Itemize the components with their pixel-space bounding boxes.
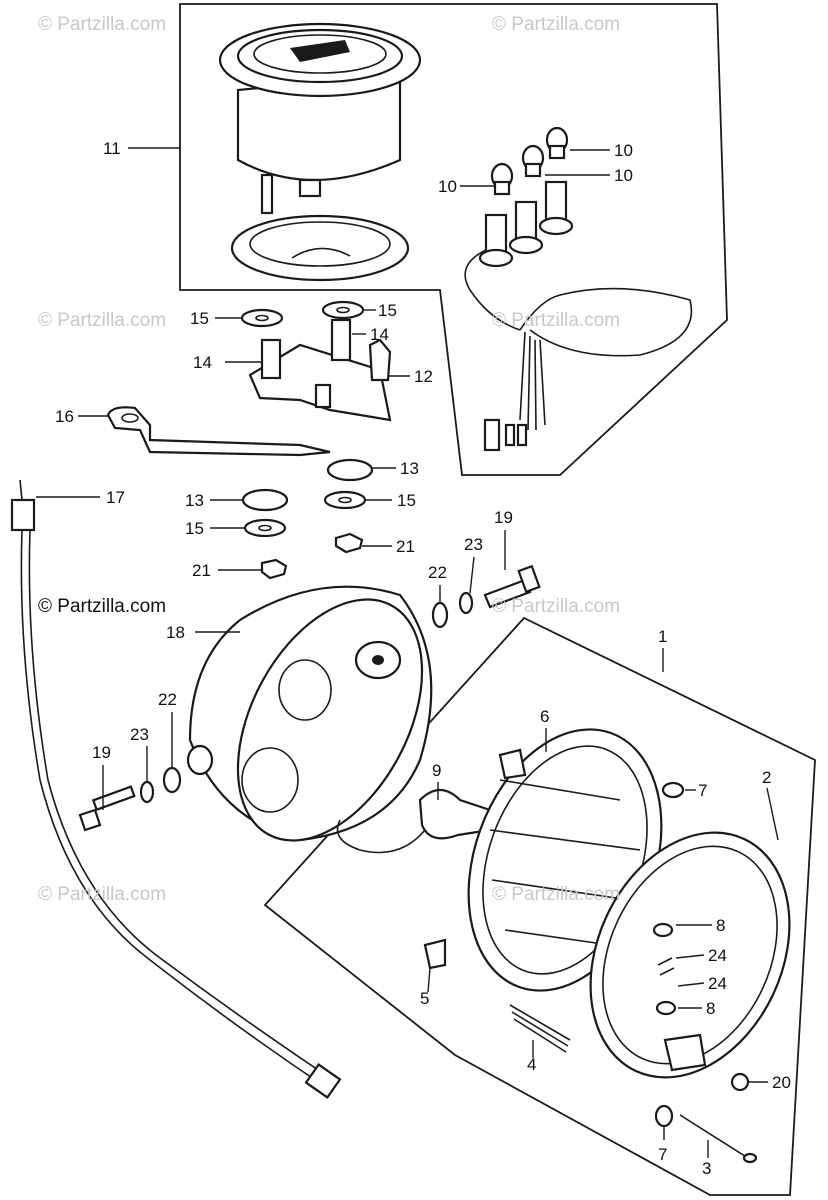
watermark-6: © Partzilla.com — [492, 596, 620, 617]
callout-10-left: 10 — [438, 177, 457, 196]
callout-17: 17 — [106, 488, 125, 507]
callout-20: 20 — [772, 1073, 791, 1092]
callout-24-bottom: 24 — [708, 974, 727, 993]
rubber-grommets[interactable] — [241, 458, 374, 538]
callout-2: 2 — [762, 768, 771, 787]
watermark-2: © Partzilla.com — [492, 14, 620, 35]
callout-12: 12 — [414, 367, 433, 386]
leader-lines — [36, 147, 779, 1158]
callout-10-mid: 10 — [614, 166, 633, 185]
meter-group-frame — [179, 3, 728, 476]
callout-9: 9 — [432, 761, 441, 780]
callout-15-d: 15 — [185, 519, 204, 538]
watermark-1: © Partzilla.com — [38, 14, 166, 35]
watermark-7: © Partzilla.com — [38, 884, 166, 905]
callout-22-left: 22 — [158, 690, 177, 709]
callout-15-b: 15 — [378, 301, 397, 320]
watermarks: © Partzilla.com © Partzilla.com © Partzi… — [38, 14, 620, 905]
callout-15-c: 15 — [397, 491, 416, 510]
callout-23-top: 23 — [464, 535, 483, 554]
headlight-group-frame — [263, 616, 816, 1196]
callout-24-top: 24 — [708, 946, 727, 965]
callout-18: 18 — [166, 623, 185, 642]
callout-10-top: 10 — [614, 141, 633, 160]
bulb-sockets[interactable] — [478, 180, 574, 268]
callout-15-a: 15 — [190, 309, 209, 328]
watermark-5: © Partzilla.com — [38, 596, 166, 617]
callout-14-b: 14 — [193, 353, 212, 372]
callout-5: 5 — [420, 989, 429, 1008]
callout-13-b: 13 — [185, 491, 204, 510]
headlight-case[interactable] — [186, 569, 460, 872]
watermark-8: © Partzilla.com — [492, 884, 620, 905]
small-hardware[interactable] — [652, 781, 750, 1128]
callout-16: 16 — [55, 407, 74, 426]
callout-19-left: 19 — [92, 743, 111, 762]
callout-21-a: 21 — [396, 537, 415, 556]
meter-bottom-case[interactable] — [230, 214, 410, 282]
callout-13-a: 13 — [400, 459, 419, 478]
callout-22-top: 22 — [428, 563, 447, 582]
callout-21-b: 21 — [192, 561, 211, 580]
meter-wiring-harness[interactable] — [464, 249, 693, 452]
watermark-3: © Partzilla.com — [38, 310, 166, 331]
callout-8-bottom: 8 — [706, 999, 715, 1018]
callout-14-a: 14 — [370, 325, 389, 344]
callout-19-top: 19 — [494, 508, 513, 527]
washers-22-23[interactable] — [139, 591, 474, 804]
callout-8-top: 8 — [716, 916, 725, 935]
washers-upper[interactable] — [240, 300, 365, 328]
callout-11: 11 — [103, 139, 121, 158]
callout-4: 4 — [527, 1055, 536, 1074]
callout-23-left: 23 — [130, 725, 149, 744]
headlight-rim[interactable] — [553, 800, 828, 1110]
callout-7-bottom: 7 — [658, 1145, 667, 1164]
nuts-21[interactable] — [260, 532, 364, 580]
callout-1: 1 — [658, 627, 667, 646]
speedometer[interactable] — [218, 22, 422, 215]
callout-6: 6 — [540, 707, 549, 726]
callout-labels: 11 10 10 10 15 15 14 14 12 16 13 13 15 1… — [55, 139, 791, 1178]
meter-bracket-12[interactable] — [248, 318, 392, 422]
speedometer-cable[interactable] — [10, 479, 342, 1099]
meter-bracket-16[interactable] — [106, 406, 331, 457]
watermark-4: © Partzilla.com — [492, 310, 620, 331]
callout-7-top: 7 — [698, 781, 707, 800]
indicator-bulbs[interactable] — [490, 126, 569, 196]
adjusting-screw-3[interactable] — [679, 1114, 758, 1164]
adjusting-spring[interactable] — [509, 1004, 571, 1053]
callout-3: 3 — [702, 1159, 711, 1178]
